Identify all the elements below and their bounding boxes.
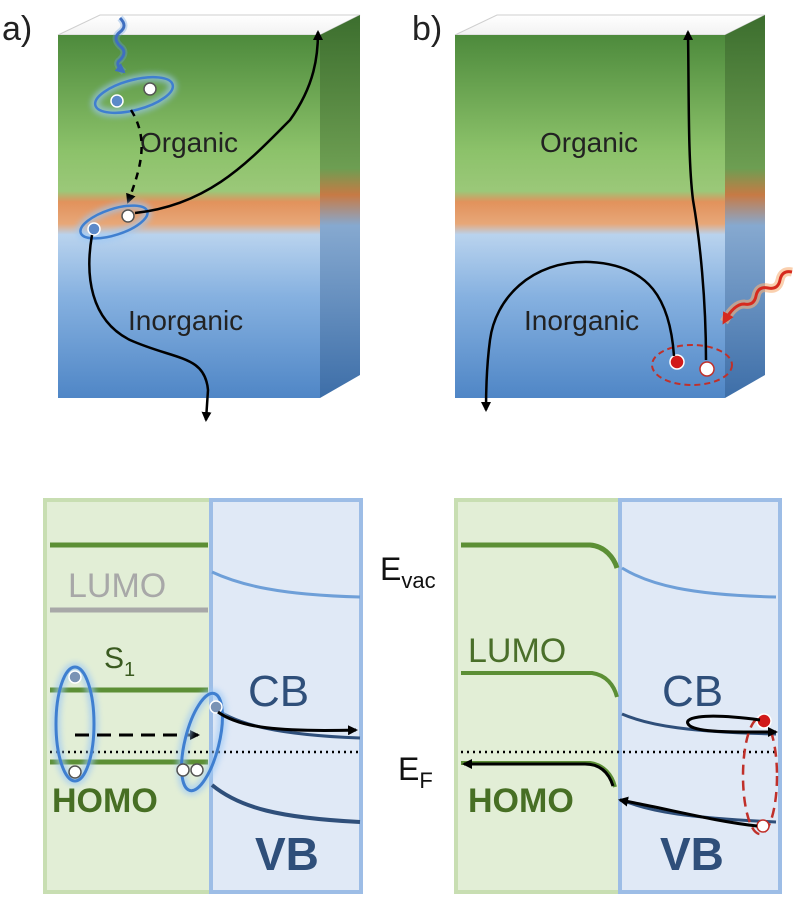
vacuum-level-organic-b: [461, 542, 620, 569]
electron-transport-arrow-a: [88, 234, 212, 422]
organic-label-a: Organic: [140, 127, 238, 158]
lumo-label-b: LUMO: [468, 632, 566, 670]
vb-label-a: VB: [255, 828, 319, 880]
block-b-front-face: [455, 35, 725, 398]
vacuum-level-inorganic-b: [621, 566, 777, 599]
block-b-top-face: [454, 14, 766, 36]
hole-icon-interface-2: [176, 763, 190, 777]
cb-electron-arrow-a: [217, 710, 358, 736]
fermi-level-label: EF: [398, 751, 433, 793]
hole-transport-arrow-b: [683, 30, 708, 361]
homo-label-b: HOMO: [468, 782, 574, 820]
hole-icon-left: [68, 765, 82, 779]
block-b: b) Organic Inorganic: [412, 10, 793, 412]
inorganic-label-b: Inorganic: [524, 305, 639, 336]
cb-label-b: CB: [662, 667, 723, 716]
block-a: a) Organic Inorganic: [2, 10, 361, 422]
vb-label-b: VB: [660, 828, 724, 880]
energy-diagram-a: LUMO S1 CB HOMO VB: [43, 498, 363, 894]
panel-a-label: a): [2, 10, 32, 48]
hole-icon-b-energy: [756, 819, 770, 833]
electron-transport-arrow-b: [481, 260, 676, 412]
electron-icon-interface: [209, 700, 223, 714]
s1-label: S1: [104, 642, 135, 681]
block-a-side-face: [320, 15, 360, 398]
lumo-level-b: [461, 671, 619, 698]
organic-region-b: [454, 498, 622, 894]
exciton-interface: [180, 691, 224, 793]
inorganic-label-a: Inorganic: [128, 305, 243, 336]
cb-electron-arrow-b: [686, 714, 778, 738]
hole-icon-a2: [121, 209, 135, 223]
electron-icon-a2: [87, 222, 101, 236]
hole-icon-b: [699, 361, 715, 377]
vb-level-a: [210, 783, 361, 824]
homo-hole-arrow-b: [462, 759, 615, 787]
energy-diagram-b: LUMO CB HOMO VB: [454, 498, 782, 894]
block-a-top-face: [57, 14, 361, 36]
hole-icon-a1: [143, 82, 157, 96]
photon-icon-b: [722, 270, 793, 325]
electron-icon-b: [669, 354, 685, 370]
hole-icon-interface-1: [190, 763, 204, 777]
exciton-a: [93, 75, 175, 115]
homo-label-a: HOMO: [52, 782, 158, 820]
exciton-left: [54, 665, 96, 783]
exciton-b-energy: [741, 716, 779, 836]
hole-transfer-arrow-b: [618, 796, 758, 828]
vacuum-level-inorganic-a: [211, 570, 361, 599]
panel-b-label: b): [412, 10, 442, 48]
hole-transport-arrow-a: [134, 30, 323, 215]
electron-icon-a1: [110, 94, 124, 108]
electron-icon-left: [68, 670, 82, 684]
lumo-label-a: LUMO: [68, 567, 166, 605]
organic-region-a: [43, 498, 213, 894]
photon-wave-a: [114, 16, 126, 74]
vacuum-level-label: Evac: [380, 551, 436, 593]
organic-label-b: Organic: [540, 127, 638, 158]
cb-label-a: CB: [248, 667, 309, 716]
exciton-b: [651, 344, 733, 386]
block-b-side-face: [725, 15, 765, 398]
